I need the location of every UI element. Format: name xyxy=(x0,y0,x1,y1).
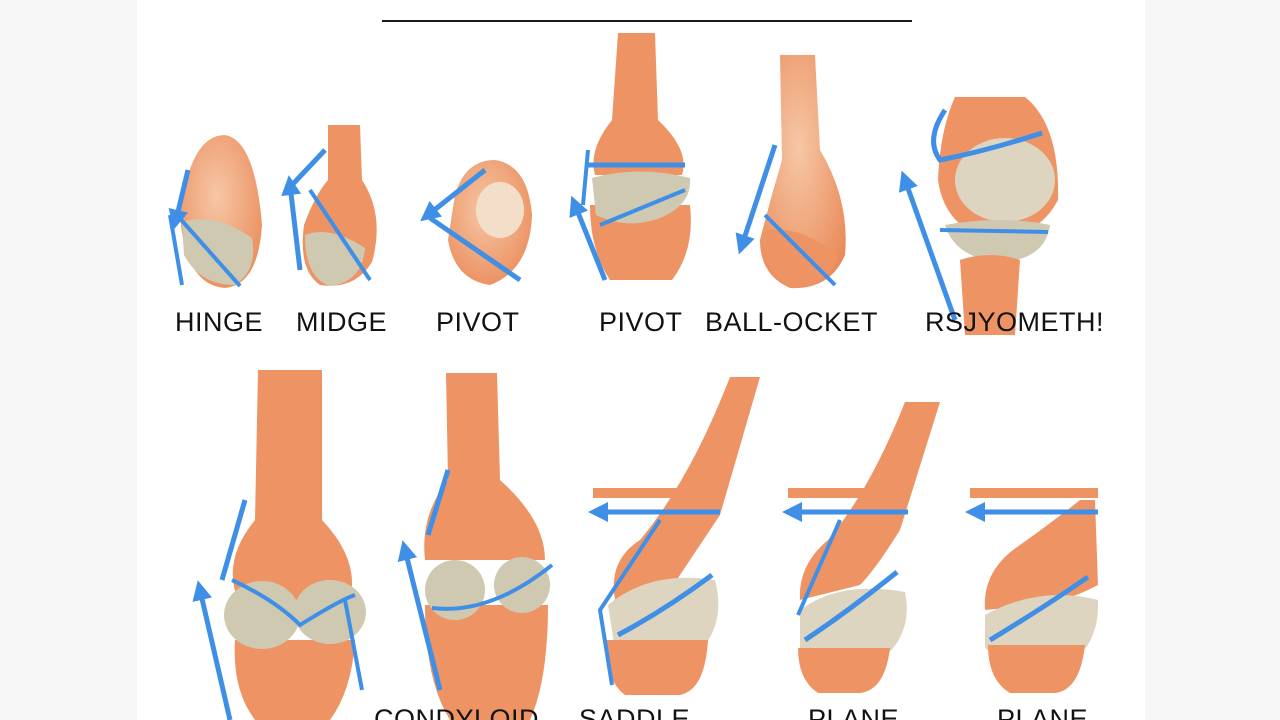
pivot-joint-1 xyxy=(420,160,532,285)
label-condyloid-clip: CONDYLOID xyxy=(374,706,554,720)
saddle-joint xyxy=(397,373,554,720)
label-condyloid: CONDYLOID xyxy=(374,706,554,720)
condyloid-joint xyxy=(192,370,366,720)
label-ball-socket: BALL-OCKET xyxy=(705,307,879,337)
midge-joint xyxy=(281,125,377,286)
plane-joint-2 xyxy=(782,402,940,693)
pivot-joint-2 xyxy=(569,33,691,281)
label-ellipsoid: RSJYOMETH! xyxy=(925,307,1105,337)
label-plane-2: PLANE xyxy=(997,706,1107,720)
ellipsoid-joint xyxy=(898,97,1059,335)
label-plane-1-clip: PLANE xyxy=(808,706,918,720)
label-pivot-1: PIVOT xyxy=(436,307,520,337)
label-pivot-2: PIVOT xyxy=(599,307,683,337)
label-saddle: SADDLE xyxy=(579,706,709,720)
label-midge: MIDGE xyxy=(296,307,388,337)
label-saddle-clip: SADDLE xyxy=(579,706,709,720)
plane-joint-3 xyxy=(965,488,1099,693)
label-hinge: HINGE xyxy=(175,307,264,337)
hinge-joint-1 xyxy=(168,135,262,288)
plane-joint-1 xyxy=(588,377,760,695)
label-plane-1: PLANE xyxy=(808,706,918,720)
title-underline xyxy=(382,20,912,22)
ball-socket-joint xyxy=(735,55,846,289)
label-plane-2-clip: PLANE xyxy=(997,706,1107,720)
